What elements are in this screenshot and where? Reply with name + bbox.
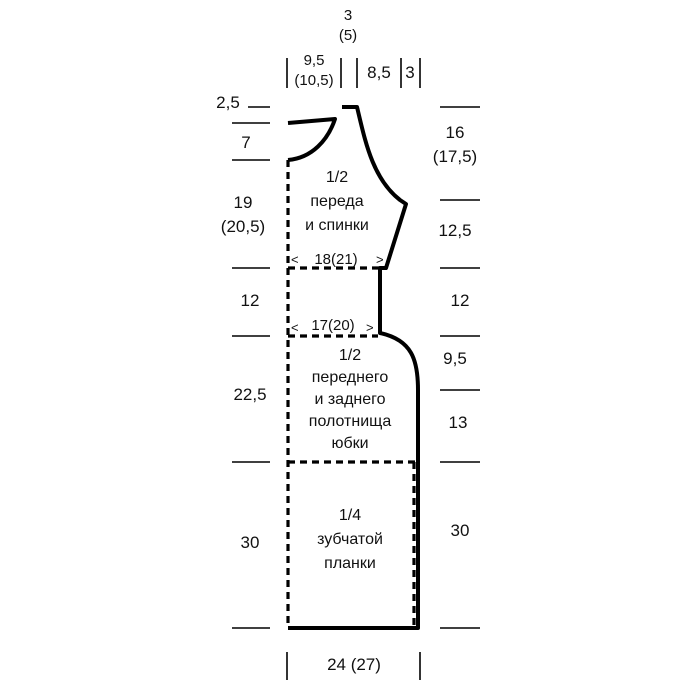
- lower-width-label: 17(20): [311, 317, 354, 334]
- right-dim-6: 30: [451, 521, 470, 540]
- left-dim-3-line1: 19: [234, 193, 253, 212]
- top-dimension-ticks: [286, 58, 421, 88]
- svg-text:1/2: 1/2: [326, 169, 348, 186]
- left-dim-1: 2,5: [216, 93, 240, 112]
- svg-text:планки: планки: [324, 555, 376, 572]
- left-dim-4: 12: [241, 291, 260, 310]
- pattern-dashed-lines: [286, 160, 418, 628]
- right-dim-1-line2: (17,5): [433, 147, 477, 166]
- svg-text:юбки: юбки: [331, 435, 368, 452]
- bottom-dim: 24 (27): [327, 655, 381, 674]
- right-dim-1-line1: 16: [446, 123, 465, 142]
- top-dim-a-line2: (5): [339, 27, 357, 44]
- top-dim-c: 8,5: [367, 63, 391, 82]
- upper-width-arrow-left: <: [291, 252, 299, 267]
- upper-width-label: 18(21): [314, 251, 357, 268]
- left-dimension-ticks: [232, 106, 270, 629]
- lower-width-arrow-left: <: [291, 320, 299, 335]
- svg-text:и заднего: и заднего: [314, 391, 385, 408]
- right-dim-2: 12,5: [438, 221, 471, 240]
- top-dim-b-line1: 9,5: [304, 52, 325, 69]
- right-dim-3: 12: [451, 291, 470, 310]
- bodice-piece-label: 1/2 переда и спинки: [305, 169, 369, 234]
- upper-width-arrow-right: >: [376, 252, 384, 267]
- svg-text:полотнища: полотнища: [309, 413, 392, 430]
- left-dim-2: 7: [241, 133, 250, 152]
- pattern-outline: [287, 105, 420, 630]
- svg-text:переда: переда: [310, 193, 363, 210]
- svg-text:1/4: 1/4: [339, 507, 361, 524]
- skirt-piece-label: 1/2 переднего и заднего полотнища юбки: [309, 347, 392, 452]
- left-dim-5: 22,5: [233, 385, 266, 404]
- right-dim-5: 13: [449, 413, 468, 432]
- top-dim-d: 3: [405, 63, 414, 82]
- band-piece-label: 1/4 зубчатой планки: [317, 507, 383, 572]
- top-dim-b-line2: (10,5): [294, 72, 333, 89]
- left-dim-3-line2: (20,5): [221, 217, 265, 236]
- top-dim-a-line1: 3: [344, 7, 352, 24]
- left-dim-6: 30: [241, 533, 260, 552]
- right-dim-4: 9,5: [443, 349, 467, 368]
- bottom-dimension-ticks: [286, 652, 421, 680]
- neckline-edge: [287, 117, 337, 162]
- armhole-side-edge: [288, 105, 420, 630]
- svg-text:переднего: переднего: [312, 369, 389, 386]
- svg-text:1/2: 1/2: [339, 347, 361, 364]
- svg-text:зубчатой: зубчатой: [317, 531, 383, 548]
- lower-width-arrow-right: >: [366, 320, 374, 335]
- right-dimension-ticks: [440, 106, 480, 629]
- svg-text:и спинки: и спинки: [305, 217, 369, 234]
